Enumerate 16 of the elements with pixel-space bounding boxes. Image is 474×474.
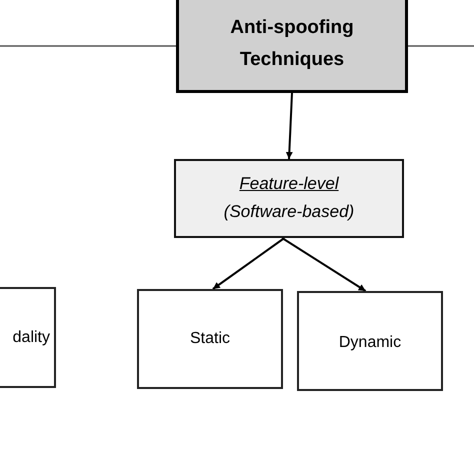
arrow: [212, 237, 285, 290]
node-subtitle: (Software-based): [224, 200, 354, 222]
node-title: dality: [12, 328, 50, 348]
category-box: [0, 287, 56, 388]
node-title: Dynamic: [338, 333, 402, 353]
arrow: [282, 237, 366, 292]
node-title: Static: [190, 329, 230, 349]
connector-line: [408, 45, 474, 47]
root-box: [176, 0, 408, 93]
node-title: Anti-spoofing Techniques: [229, 16, 355, 72]
leaf-box: [137, 289, 283, 389]
node-title: Feature-level: [239, 172, 339, 194]
leaf-box: [297, 291, 443, 391]
connector-line: [0, 45, 176, 47]
category-box: [174, 159, 404, 238]
arrow: [286, 92, 293, 160]
